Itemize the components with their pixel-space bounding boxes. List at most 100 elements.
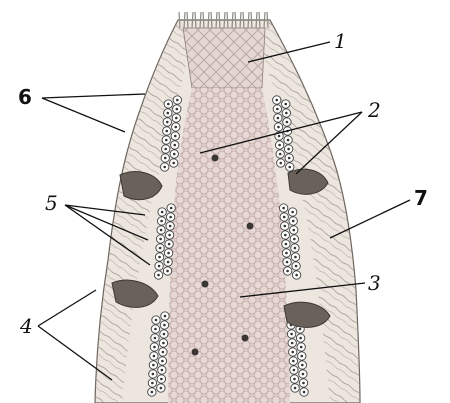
cell-nucleus xyxy=(291,211,294,214)
cell-nucleus xyxy=(279,162,282,165)
cell-nucleus xyxy=(164,148,167,151)
cell-nucleus xyxy=(294,256,297,259)
cell-nucleus xyxy=(163,324,166,327)
cell-nucleus xyxy=(162,342,165,345)
cell-nucleus xyxy=(174,126,177,129)
cell-nucleus xyxy=(276,108,279,111)
cell-nucleus xyxy=(174,135,177,138)
cell-nucleus xyxy=(165,130,168,133)
label-5: 5 xyxy=(45,191,58,215)
cell-nucleus xyxy=(158,265,161,268)
cell-nucleus xyxy=(301,364,304,367)
cell-nucleus xyxy=(286,261,289,264)
label-4: 4 xyxy=(19,314,33,338)
cell-nucleus xyxy=(176,108,179,111)
cell-nucleus xyxy=(288,166,291,169)
cell-nucleus xyxy=(168,234,171,237)
cell-nucleus xyxy=(169,216,172,219)
cell-nucleus xyxy=(299,328,302,331)
cell-nucleus xyxy=(160,220,163,223)
cell-nucleus xyxy=(288,157,291,160)
cell-nucleus xyxy=(277,117,280,120)
cell-nucleus xyxy=(294,247,297,250)
cell-nucleus xyxy=(160,387,163,390)
cell-nucleus xyxy=(169,225,172,228)
label-2: 2 xyxy=(367,98,381,122)
cell-nucleus xyxy=(160,378,163,381)
cell-nucleus xyxy=(167,252,170,255)
cell-nucleus xyxy=(279,153,282,156)
cell-nucleus xyxy=(287,139,290,142)
cell-nucleus xyxy=(283,216,286,219)
cell-nucleus xyxy=(159,247,162,250)
cell-nucleus xyxy=(292,360,295,363)
cell-nucleus xyxy=(284,234,287,237)
cell-nucleus xyxy=(151,391,154,394)
cell-nucleus xyxy=(161,369,164,372)
cell-nucleus xyxy=(151,382,154,385)
cell-nucleus xyxy=(282,207,285,210)
cell-nucleus xyxy=(152,364,155,367)
cell-nucleus xyxy=(168,243,171,246)
cell-nucleus xyxy=(294,387,297,390)
cell-nucleus xyxy=(153,346,156,349)
cell-nucleus xyxy=(163,333,166,336)
cell-nucleus xyxy=(176,99,179,102)
cell-nucleus xyxy=(299,337,302,340)
cell-nucleus xyxy=(290,333,293,336)
cell-nucleus xyxy=(303,391,306,394)
cell-nucleus xyxy=(157,274,160,277)
cell-nucleus xyxy=(167,103,170,106)
cell-nucleus xyxy=(152,373,155,376)
cell-nucleus xyxy=(285,243,288,246)
cell-nucleus xyxy=(293,238,296,241)
cell-nucleus xyxy=(278,144,281,147)
cell-nucleus xyxy=(292,229,295,232)
cell-nucleus xyxy=(286,121,289,124)
cell-nucleus xyxy=(285,252,288,255)
cell-nucleus xyxy=(162,351,165,354)
cell-nucleus xyxy=(159,238,162,241)
cell-nucleus xyxy=(295,265,298,268)
cell-nucleus xyxy=(291,342,294,345)
cell-nucleus xyxy=(295,274,298,277)
cell-nucleus xyxy=(164,315,167,318)
cell-nucleus xyxy=(302,373,305,376)
cell-nucleus xyxy=(166,121,169,124)
cell-nucleus xyxy=(167,112,170,115)
cell-nucleus xyxy=(287,148,290,151)
cell-nucleus xyxy=(154,328,157,331)
cell-nucleus xyxy=(300,346,303,349)
label-6: 6 xyxy=(18,85,32,109)
cell-nucleus xyxy=(291,351,294,354)
cell-nucleus xyxy=(284,103,287,106)
label-7: 7 xyxy=(414,186,428,210)
cell-nucleus xyxy=(160,229,163,232)
cell-nucleus xyxy=(173,153,176,156)
cell-nucleus xyxy=(277,126,280,129)
cell-nucleus xyxy=(163,166,166,169)
cell-nucleus xyxy=(293,369,296,372)
cell-nucleus xyxy=(300,355,303,358)
cell-nucleus xyxy=(153,355,156,358)
label-3: 3 xyxy=(368,271,381,295)
cell-nucleus xyxy=(302,382,305,385)
cell-nucleus xyxy=(161,360,164,363)
cell-nucleus xyxy=(155,319,158,322)
cell-nucleus xyxy=(293,378,296,381)
cell-nucleus xyxy=(173,144,176,147)
cell-nucleus xyxy=(286,270,289,273)
cell-nucleus xyxy=(161,211,164,214)
cell-nucleus xyxy=(172,162,175,165)
cell-nucleus xyxy=(285,112,288,115)
label-1: 1 xyxy=(334,29,347,53)
cell-nucleus xyxy=(175,117,178,120)
cell-nucleus xyxy=(154,337,157,340)
cell-nucleus xyxy=(275,99,278,102)
cell-nucleus xyxy=(170,207,173,210)
cell-nucleus xyxy=(278,135,281,138)
cell-nucleus xyxy=(164,157,167,160)
cell-nucleus xyxy=(166,270,169,273)
cell-nucleus xyxy=(292,220,295,223)
